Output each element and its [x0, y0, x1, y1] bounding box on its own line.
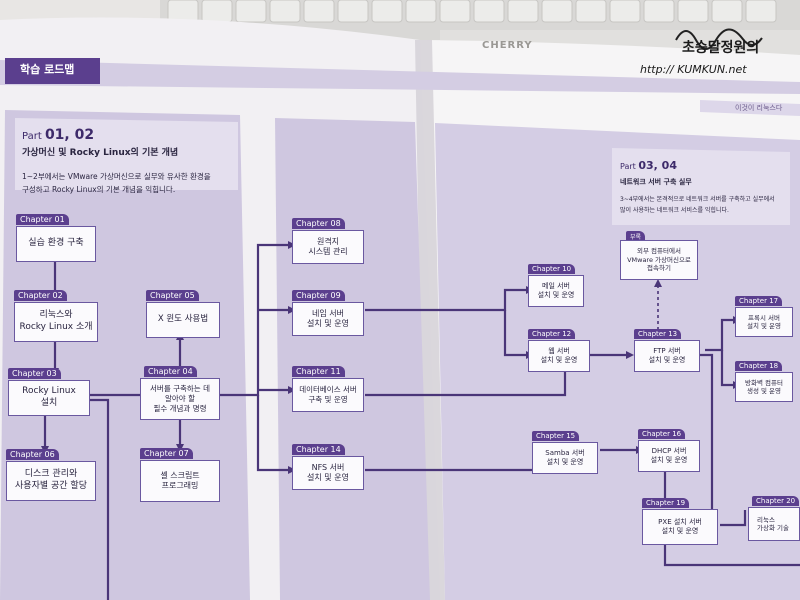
- chapter-04-tag: Chapter 04: [144, 366, 197, 377]
- chapter-04-box: 서버를 구축하는 데 알아야 할 필수 개념과 명령: [140, 378, 220, 420]
- part-right-number: 03, 04: [638, 159, 677, 172]
- chapter-02-tag: Chapter 02: [14, 290, 67, 301]
- chapter-05-tag: Chapter 05: [146, 290, 199, 301]
- chapter-07-box: 셸 스크립트 프로그래밍: [140, 460, 220, 502]
- chapter-03-tag: Chapter 03: [8, 368, 61, 379]
- keyboard-brand-logo: CHERRY: [482, 40, 533, 51]
- chapter-16-box: DHCP 서버 설치 및 운영: [638, 440, 700, 472]
- chapter-14-tag: Chapter 14: [292, 444, 345, 455]
- part-left-heading: Part 01, 02: [22, 127, 94, 143]
- chapter-06-tag: Chapter 06: [6, 449, 59, 460]
- chapter-06-box: 디스크 관리와 사용자별 공간 할당: [6, 461, 96, 501]
- chapter-05-box: X 윈도 사용법: [146, 302, 220, 338]
- part-right-heading: Part 03, 04: [620, 159, 677, 173]
- chapter-15-box: Samba 서버 설치 및 운영: [532, 442, 598, 474]
- running-header: 이것이 리눅스다: [735, 104, 783, 112]
- chapter-12-tag: Chapter 12: [528, 329, 576, 339]
- chapter-20-tag: Chapter 20: [752, 496, 800, 506]
- part-left-desc-1: 1~2부에서는 VMware 가상머신으로 실무와 유사한 환경을: [22, 172, 211, 181]
- chapter-16-tag: Chapter 16: [638, 429, 686, 439]
- chapter-12-box: 웹 서버 설치 및 운영: [528, 340, 590, 372]
- watermark-line1: 초승달정원의: [682, 40, 760, 56]
- chapter-01-tag: Chapter 01: [16, 214, 69, 225]
- chapter-18-box: 방화벽 컴퓨터 생성 및 운영: [735, 372, 793, 402]
- chapter-01-box: 실습 환경 구축: [16, 226, 96, 262]
- chapter-09-tag: Chapter 09: [292, 290, 345, 301]
- watermark-line2: http:// KUMKUN.net: [640, 63, 747, 76]
- part-right-desc-1: 3~4부에서는 본격적으로 네트워크 서버를 구축하고 실무에서: [620, 196, 775, 203]
- appendix-tag: 부록: [626, 231, 646, 242]
- chapter-02-box: 리눅스와 Rocky Linux 소개: [14, 302, 98, 342]
- chapter-15-tag: Chapter 15: [532, 431, 580, 441]
- chapter-07-tag: Chapter 07: [140, 448, 193, 459]
- chapter-08-box: 원격지 시스템 관리: [292, 230, 364, 264]
- header-tab-title: 학습 로드맵: [20, 63, 75, 76]
- part-left-subtitle: 가상머신 및 Rocky Linux의 기본 개념: [22, 148, 179, 158]
- chapter-20-box: 리눅스 가상화 기술: [748, 507, 800, 541]
- chapter-14-box: NFS 서버 설치 및 운영: [292, 456, 364, 490]
- chapter-19-tag: Chapter 19: [642, 498, 690, 508]
- part-left-prefix: Part: [22, 131, 42, 142]
- chapter-11-tag: Chapter 11: [292, 366, 345, 377]
- chapter-10-box: 메일 서버 설치 및 운영: [528, 275, 584, 307]
- chapter-03-box: Rocky Linux 설치: [8, 380, 90, 416]
- part-right-desc-2: 많이 사용하는 네트워크 서비스를 익힙니다.: [620, 207, 729, 214]
- chapter-19-box: PXE 설치 서버 설치 및 운영: [642, 509, 718, 545]
- appendix-box: 외부 컴퓨터에서 VMware 가상머신으로 접속하기: [620, 240, 698, 280]
- chapter-08-tag: Chapter 08: [292, 218, 345, 229]
- part-right-prefix: Part: [620, 162, 636, 171]
- part-left-number: 01, 02: [44, 127, 95, 143]
- chapter-09-box: 네임 서버 설치 및 운영: [292, 302, 364, 336]
- chapter-18-tag: Chapter 18: [735, 361, 783, 371]
- part-left-desc-2: 구성하고 Rocky Linux의 기본 개념을 익힙니다.: [22, 185, 176, 194]
- part-right-subtitle: 네트워크 서버 구축 실무: [620, 178, 692, 186]
- chapter-13-tag: Chapter 13: [634, 329, 682, 339]
- chapter-10-tag: Chapter 10: [528, 264, 576, 274]
- chapter-13-box: FTP 서버 설치 및 운영: [634, 340, 700, 372]
- chapter-17-tag: Chapter 17: [735, 296, 783, 306]
- chapter-11-box: 데이터베이스 서버 구축 및 운영: [292, 378, 364, 412]
- chapter-17-box: 프록시 서버 설치 및 운영: [735, 307, 793, 337]
